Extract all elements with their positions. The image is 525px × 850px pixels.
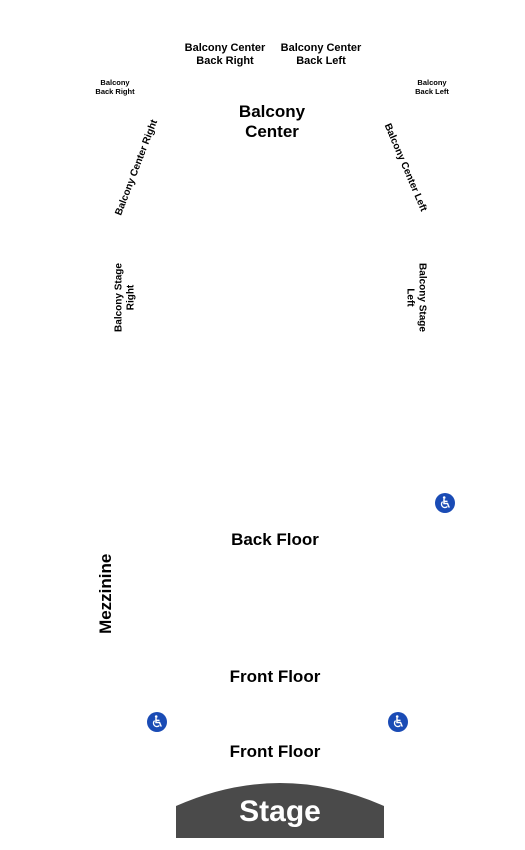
section-balcony-back-right[interactable]: Balcony Back Right [95, 78, 135, 96]
section-balcony-center-back-left[interactable]: Balcony Center Back Left [280, 42, 362, 67]
section-back-floor[interactable]: Back Floor [231, 530, 319, 549]
stage-area [176, 783, 384, 838]
section-balcony-stage-right[interactable]: Balcony Stage Right [113, 263, 137, 332]
wheelchair-icon[interactable] [435, 493, 455, 513]
stage-label: Stage [239, 795, 321, 828]
section-balcony-stage-left[interactable]: Balcony Stage Left [405, 263, 428, 332]
section-front-floor-lower[interactable]: Front Floor [229, 742, 321, 761]
section-balcony-back-left[interactable]: Balcony Back Left [415, 78, 449, 96]
wheelchair-icon[interactable] [388, 712, 408, 732]
section-front-floor-upper[interactable]: Front Floor [229, 667, 321, 686]
section-mezzinine[interactable]: Mezzinine [96, 553, 116, 634]
section-balcony-center[interactable]: Balcony Center [238, 102, 306, 141]
wheelchair-icon[interactable] [147, 712, 167, 732]
section-balcony-center-back-right[interactable]: Balcony Center Back Right [184, 42, 266, 67]
